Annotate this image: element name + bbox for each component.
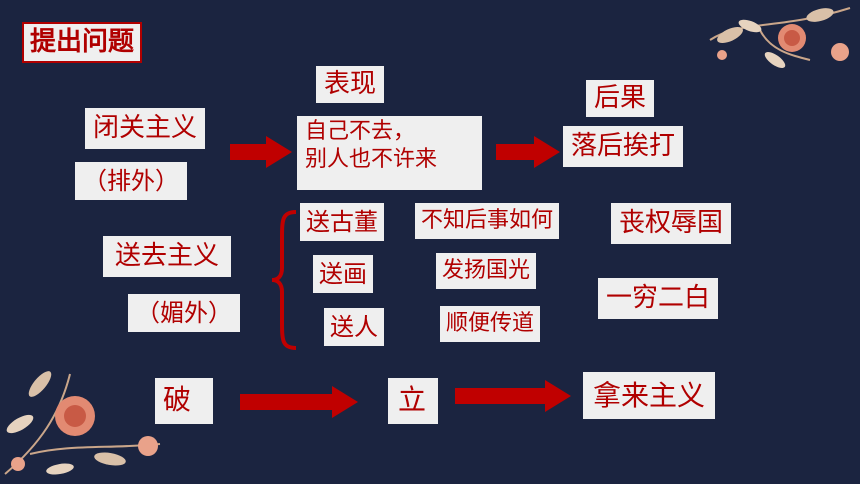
gift-item: 送古董	[300, 203, 384, 241]
gift-effect: 发扬国光	[436, 253, 537, 289]
consequence-value: 落后挨打	[563, 126, 684, 167]
page-title: 提出问题	[22, 22, 143, 63]
gift-item: 送画	[313, 255, 373, 293]
gift-effect: 不知后事如何	[415, 203, 560, 239]
expression-line-2: 别人也不许来	[305, 146, 438, 172]
flower-decoration-bottom-left-icon	[4, 371, 161, 475]
gift-item: 送人	[324, 308, 384, 346]
arrow-right-icon	[496, 136, 560, 168]
expression-line-1: 自己不去，	[305, 119, 416, 144]
gift-result: 一穷二白	[598, 278, 719, 319]
build-label: 立	[388, 378, 438, 424]
expression-content: 自己不去， 别人也不许来	[297, 116, 482, 190]
closed-door-policy-name: 闭关主义	[85, 108, 206, 149]
consequence-label: 后果	[586, 80, 655, 117]
take-policy-result: 拿来主义	[583, 372, 716, 419]
break-label: 破	[155, 378, 213, 424]
closed-door-policy-aside: （排外）	[75, 162, 187, 200]
left-brace-icon	[271, 210, 297, 350]
giving-away-policy-aside: （媚外）	[128, 294, 240, 332]
gift-effect: 顺便传道	[440, 306, 541, 342]
arrow-right-icon	[455, 380, 571, 412]
arrow-right-icon	[230, 136, 292, 168]
flower-decoration-top-right-icon	[709, 7, 851, 69]
gift-result: 丧权辱国	[611, 203, 732, 244]
giving-away-policy-name: 送去主义	[103, 236, 232, 277]
arrow-right-icon	[240, 386, 358, 418]
expression-label: 表现	[316, 66, 385, 103]
